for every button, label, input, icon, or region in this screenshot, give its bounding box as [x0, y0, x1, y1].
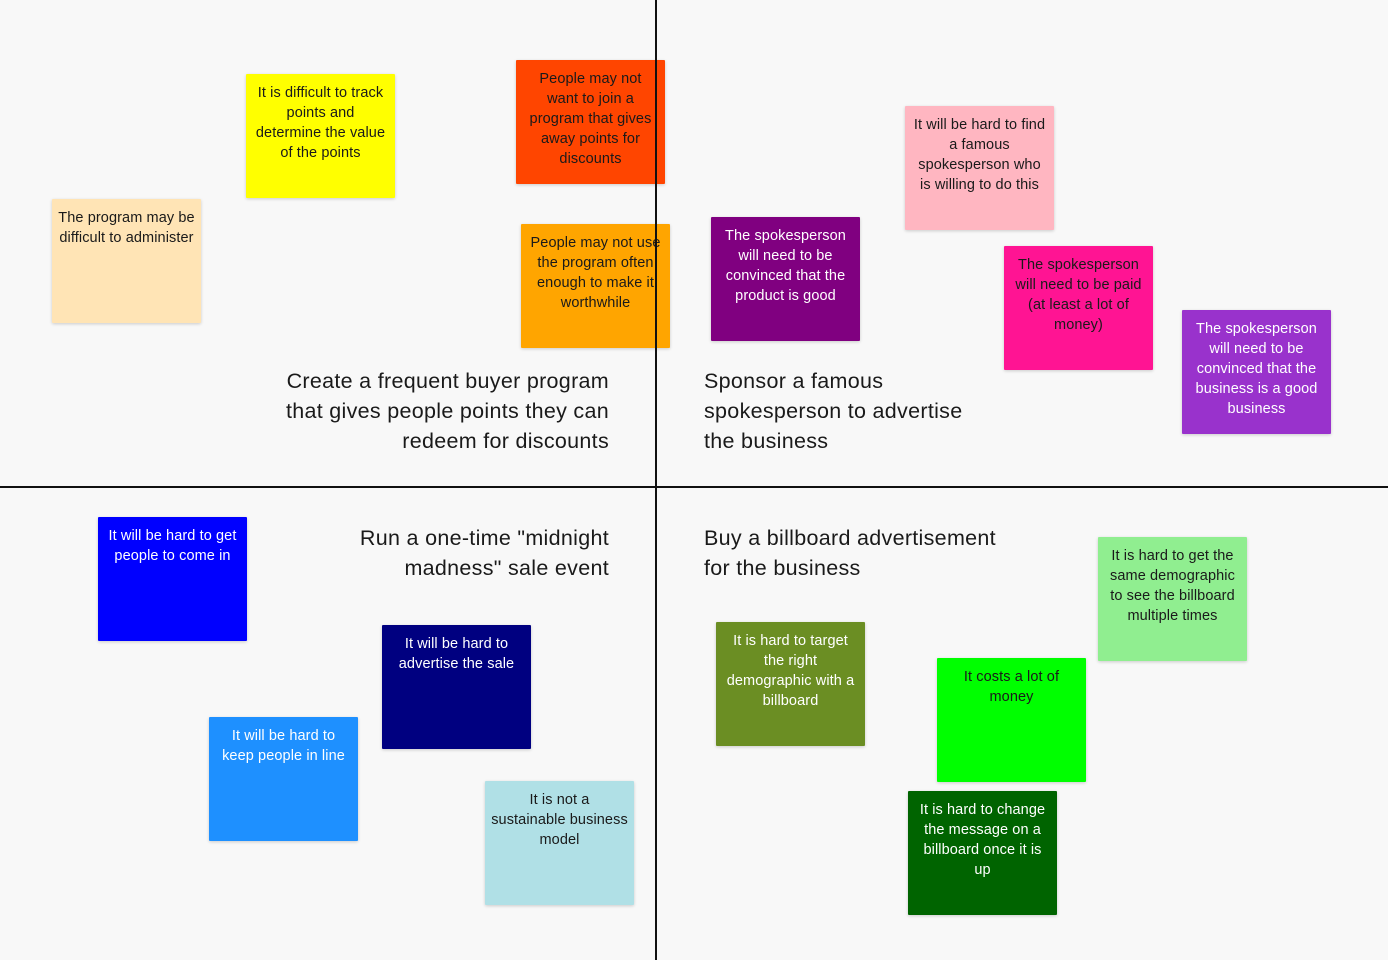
title-line: spokesperson to advertise: [704, 399, 963, 423]
sticky-note[interactable]: It will be hard to find a famous spokesp…: [905, 106, 1054, 230]
sticky-note[interactable]: It will be hard to advertise the sale: [382, 625, 531, 749]
title-line: for the business: [704, 556, 861, 580]
quadrant-title-midnight-madness[interactable]: Run a one-time "midnight madness" sale e…: [360, 523, 609, 583]
sticky-note[interactable]: It will be hard to keep people in line: [209, 717, 358, 841]
quadrant-title-frequent-buyer[interactable]: Create a frequent buyer program that giv…: [286, 366, 609, 456]
title-line: Sponsor a famous: [704, 369, 884, 393]
title-line: Create a frequent buyer program: [286, 369, 609, 393]
sticky-note[interactable]: It is hard to get the same demographic t…: [1098, 537, 1247, 661]
sticky-note[interactable]: The spokesperson will need to be convinc…: [711, 217, 860, 341]
quadrant-title-spokesperson[interactable]: Sponsor a famous spokesperson to adverti…: [704, 366, 962, 456]
sticky-note[interactable]: People may not use the program often eno…: [521, 224, 670, 348]
sticky-note[interactable]: It is hard to change the message on a bi…: [908, 791, 1057, 915]
title-line: Buy a billboard advertisement: [704, 526, 996, 550]
sticky-note[interactable]: It will be hard to get people to come in: [98, 517, 247, 641]
sticky-note[interactable]: People may not want to join a program th…: [516, 60, 665, 184]
sticky-note[interactable]: It is hard to target the right demograph…: [716, 622, 865, 746]
sticky-note[interactable]: It costs a lot of money: [937, 658, 1086, 782]
vertical-divider: [655, 0, 657, 960]
title-line: Run a one-time "midnight: [359, 526, 609, 550]
title-line: that gives people points they can: [285, 399, 609, 423]
title-line: the business: [704, 429, 829, 453]
sticky-note[interactable]: The spokesperson will need to be convinc…: [1182, 310, 1331, 434]
title-line: madness" sale event: [404, 556, 609, 580]
sticky-note[interactable]: It is difficult to track points and dete…: [246, 74, 395, 198]
horizontal-divider: [0, 486, 1388, 488]
quadrant-title-billboard[interactable]: Buy a billboard advertisement for the bu…: [704, 523, 996, 583]
title-line: redeem for discounts: [402, 429, 609, 453]
sticky-note[interactable]: The spokesperson will need to be paid (a…: [1004, 246, 1153, 370]
sticky-note[interactable]: It is not a sustainable business model: [485, 781, 634, 905]
sticky-note[interactable]: The program may be difficult to administ…: [52, 199, 201, 323]
